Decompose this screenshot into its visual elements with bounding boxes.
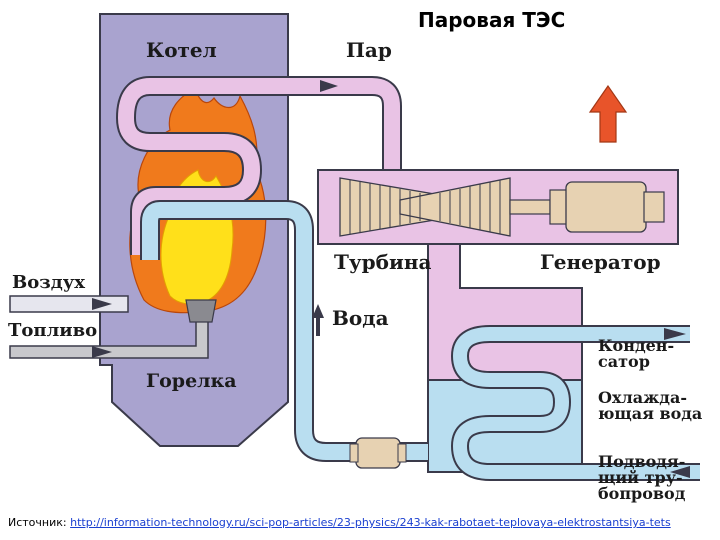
generator-icon: [549, 181, 665, 233]
pump-icon: [349, 437, 407, 469]
up-arrow-icon: [588, 84, 628, 143]
coolant-in-arrow-icon: [670, 466, 690, 478]
condenser-label: Конден- сатор: [598, 336, 675, 371]
coolant-out-arrow-icon: [664, 328, 686, 340]
air-label: Воздух: [12, 272, 85, 293]
turbine-icon: [339, 177, 511, 237]
air-flow-arrow-icon: [92, 298, 112, 310]
water-flow-arrow-icon: [312, 304, 324, 336]
cooling-coil: [451, 325, 700, 481]
fuel-flow-arrow-icon: [92, 346, 112, 358]
burner-nozzle: [185, 299, 217, 323]
fuel-label: Топливо: [8, 320, 98, 341]
water-pipe: [140, 200, 428, 462]
supply-pipe-label: Подводя- щий тру- бопровод: [598, 452, 686, 503]
page-title: Паровая ТЭС: [418, 8, 566, 32]
cooling-water-label: Охлажда- ющая вода: [598, 388, 703, 423]
generator-label: Генератор: [540, 250, 661, 274]
steam-flow-arrow-icon: [320, 80, 338, 92]
turbine-label: Турбина: [334, 250, 432, 274]
source-prefix: Источник:: [8, 516, 67, 529]
burner-label: Горелка: [146, 370, 237, 392]
source-line: Источник: http://information-technology.…: [8, 516, 671, 529]
water-label: Вода: [332, 306, 389, 330]
steam-label: Пар: [346, 38, 392, 62]
boiler-label: Котел: [146, 38, 217, 62]
turbine-shaft: [509, 199, 551, 215]
steam-pipe: [116, 76, 402, 255]
source-link[interactable]: http://information-technology.ru/sci-pop…: [70, 516, 671, 529]
